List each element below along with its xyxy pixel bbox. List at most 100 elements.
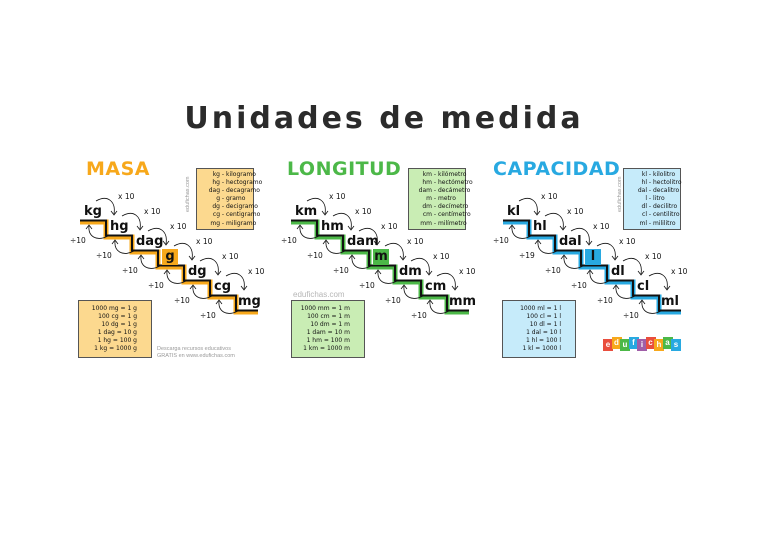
arrow-head: [586, 269, 594, 275]
unit-kg: kg: [84, 204, 102, 219]
equivalence-text: 1000 mm = 1 m: [300, 305, 350, 312]
legend-abbr: dam: [418, 187, 432, 195]
legend-separator: -: [432, 219, 438, 227]
legend-abbr: dm: [422, 203, 432, 211]
equivalence-text: 10 dl = 1 l: [529, 321, 561, 329]
multiply-arrow: [147, 227, 167, 245]
unit-dl: dl: [611, 264, 625, 279]
equivalence-text: 1 hm = 100 m: [306, 337, 350, 345]
legend-name: centímetro: [437, 211, 471, 219]
multiply-arrow: [518, 197, 538, 215]
multiply-arrow: [173, 242, 193, 260]
legend-name: centigramo: [225, 211, 261, 219]
multiply-arrow: [410, 257, 430, 275]
legend-row: cg - centigramo: [198, 211, 260, 219]
legend-separator: -: [647, 195, 653, 203]
legend-abbr: m: [426, 195, 432, 203]
multiply-label: x 10: [671, 267, 688, 276]
longitud-stairs: [291, 197, 469, 315]
legend-abbr: cl: [642, 211, 647, 219]
legend-abbr: l: [645, 195, 647, 203]
arrow-head: [611, 255, 619, 261]
unit-dam: dam: [347, 234, 379, 249]
arrow-head: [451, 285, 459, 291]
multiply-arrow: [622, 257, 642, 275]
legend-separator: -: [432, 171, 438, 178]
logo-letter: a: [662, 337, 673, 349]
legend-row: hg - hectogramo: [198, 179, 262, 187]
arrow-head: [215, 299, 223, 305]
unit-hg: hg: [110, 219, 129, 234]
legend-name: kilolitro: [652, 171, 676, 178]
legend-row: g - gramo: [198, 195, 252, 203]
unit-mg: mg: [238, 294, 261, 309]
unit-dm: dm: [399, 264, 422, 279]
divide-label: ÷10: [174, 296, 190, 305]
arrow-head: [559, 225, 567, 231]
equivalence-row: 10 dl = 1 l: [505, 321, 573, 329]
legend-abbr: g: [216, 195, 220, 203]
legend-abbr: kl: [641, 171, 647, 178]
multiply-arrow: [332, 212, 352, 230]
legend-row: mg - miligramo: [198, 219, 256, 228]
arrow-head: [85, 224, 93, 230]
legend-separator: -: [220, 203, 226, 211]
equivalence-text: 100 cg = 1 g: [98, 313, 137, 321]
multiply-label: x 10: [222, 252, 239, 261]
arrow-head: [425, 270, 433, 276]
equivalence-row: 100 cg = 1 g: [81, 313, 149, 321]
masa-stairs: [80, 197, 258, 315]
multiply-arrow: [199, 257, 219, 275]
legend-separator: -: [647, 187, 653, 195]
logo-letter: d: [611, 337, 622, 349]
unit-l: l: [585, 249, 601, 265]
legend-abbr: cm: [422, 211, 432, 219]
equivalence-row: 1000 ml = 1 l: [505, 305, 573, 313]
equivalence-row: 1 km = 1000 m: [294, 345, 362, 353]
arrow-head: [663, 285, 671, 291]
multiply-arrow: [384, 242, 404, 260]
legend-name: gramo: [225, 195, 246, 203]
arrow-head: [585, 240, 593, 246]
legend-separator: -: [432, 195, 438, 203]
multiply-label: x 10: [433, 252, 450, 261]
multiply-arrow: [121, 212, 141, 230]
legend-row: ml - mililitro: [625, 220, 679, 228]
stair-line: [291, 219, 469, 312]
side-text: edufichas.com: [617, 176, 623, 212]
stair-line: [503, 219, 681, 312]
legend-row: hl - hectolitro: [625, 179, 682, 187]
legend-separator: -: [220, 211, 226, 219]
equivalence-text: 10 dm = 1 m: [310, 321, 350, 329]
equivalence-text: 1 hl = 100 l: [525, 337, 561, 345]
legend-name: hectómetro: [437, 179, 473, 187]
legend-abbr: mm: [420, 219, 432, 227]
legend-abbr: dl: [641, 203, 647, 211]
divide-label: ÷10: [281, 236, 297, 245]
divide-label: ÷10: [70, 236, 86, 245]
legend-abbr: dag: [208, 187, 220, 195]
capacidad-heading: CAPACIDAD: [493, 158, 621, 180]
divide-arrow: [615, 285, 636, 299]
arrow-head: [533, 210, 541, 216]
arrow-head: [322, 239, 330, 245]
equivalence-text: 1000 mg = 1 g: [91, 305, 137, 312]
legend-separator: -: [220, 219, 226, 227]
stair-band: [503, 219, 681, 315]
legend-row: m - metro: [410, 195, 464, 203]
equivalence-row: 1 kg = 1000 g: [81, 345, 149, 353]
multiply-arrow: [225, 272, 245, 290]
equivalence-row: 1 kl = 1000 l: [505, 345, 573, 353]
stair-band: [80, 219, 258, 315]
side-text: edufichas.com: [185, 176, 191, 212]
download-note-line: GRATIS en www.edufichas.com: [157, 353, 235, 359]
arrow-head: [374, 269, 382, 275]
legend-separator: -: [432, 187, 438, 195]
multiply-label: x 10: [407, 237, 424, 246]
legend-row: dam - decámetro: [410, 187, 471, 195]
page-title: Unidades de medida: [184, 101, 584, 136]
